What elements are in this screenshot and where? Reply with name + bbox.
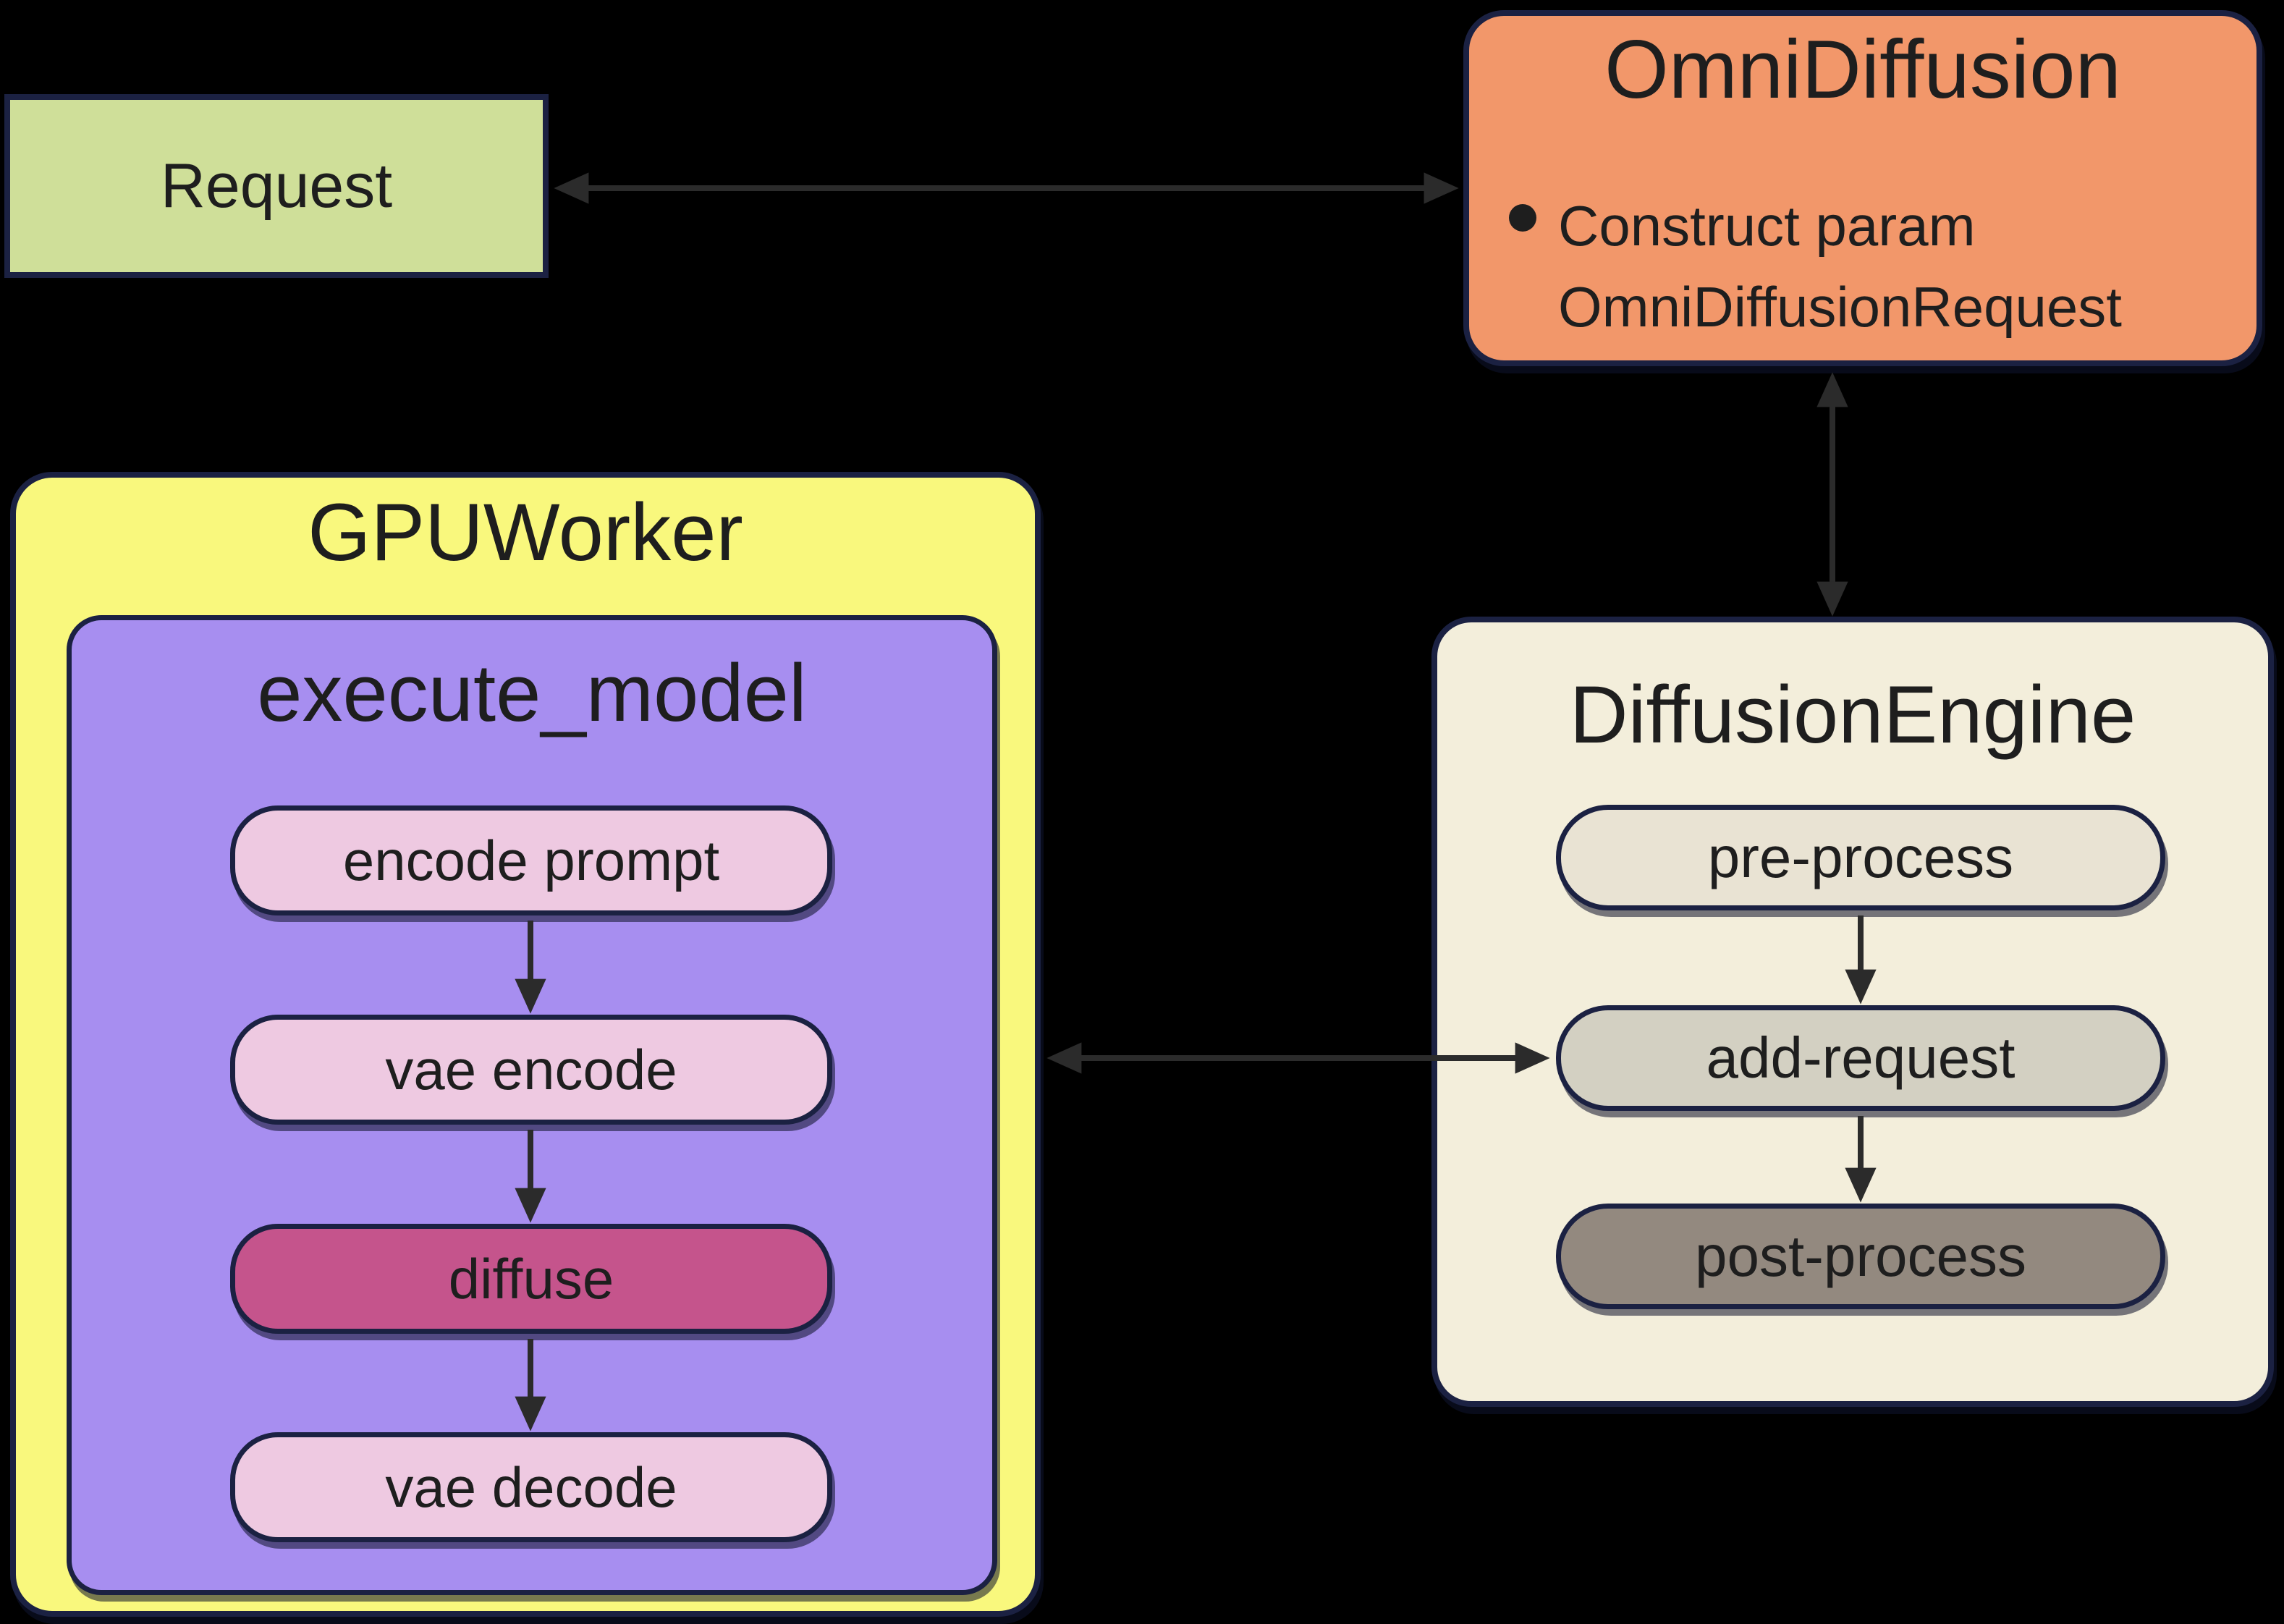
step-vae-encode: vae encode xyxy=(230,1015,832,1125)
step-encode-prompt: encode prompt xyxy=(230,805,832,915)
step-vae-decode: vae decode xyxy=(230,1432,832,1542)
step-label: pre-process xyxy=(1707,825,2014,889)
bullet-line-2: OmniDiffusionRequest xyxy=(1558,275,2122,339)
step-post-process: post-process xyxy=(1556,1204,2165,1309)
execute-model-title: execute_model xyxy=(257,648,807,738)
step-label: post-process xyxy=(1695,1224,2026,1288)
bullet-text: Construct param OmniDiffusionRequest xyxy=(1558,185,2122,348)
step-label: diffuse xyxy=(448,1246,614,1311)
omnidiffusion-node: OmniDiffusion Construct param OmniDiffus… xyxy=(1463,10,2262,366)
request-label: Request xyxy=(160,151,393,221)
step-label: add-request xyxy=(1706,1025,2016,1090)
step-label: vae encode xyxy=(385,1037,677,1101)
omnidiffusion-title: OmniDiffusion xyxy=(1604,24,2121,116)
diffusionengine-container: DiffusionEngine pre-process add-request … xyxy=(1431,617,2274,1407)
request-node: Request xyxy=(4,94,549,278)
bullet-dot-icon xyxy=(1509,204,1536,232)
step-add-request: add-request xyxy=(1556,1005,2165,1111)
step-label: encode prompt xyxy=(342,828,720,892)
omnidiffusion-bullet: Construct param OmniDiffusionRequest xyxy=(1509,185,2235,348)
diffusionengine-title: DiffusionEngine xyxy=(1569,669,2136,760)
gpuworker-title: GPUWorker xyxy=(308,487,743,578)
gpuworker-container: GPUWorker execute_model encode prompt va… xyxy=(10,472,1041,1617)
bullet-line-1: Construct param xyxy=(1558,194,1976,258)
step-diffuse: diffuse xyxy=(230,1224,832,1334)
step-pre-process: pre-process xyxy=(1556,805,2165,910)
step-label: vae decode xyxy=(385,1455,677,1519)
execute-model-container: execute_model encode prompt vae encode d… xyxy=(67,615,997,1595)
